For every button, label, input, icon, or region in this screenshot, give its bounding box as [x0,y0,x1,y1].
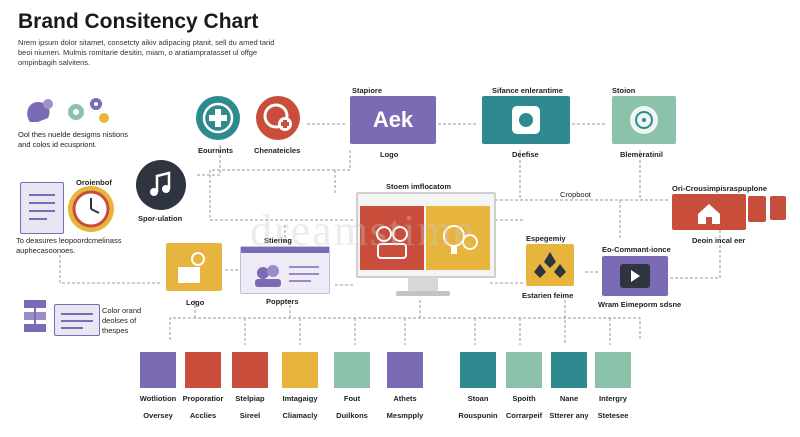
color-swatch [140,352,176,388]
swatch-label-line1: Nane [559,394,579,403]
circle2-label: Chenateicles [254,146,301,155]
page-title: Brand Consitency Chart [18,10,259,33]
logo-caption: Logo [380,150,399,159]
estarien-label: Estarien feime [522,291,574,300]
logo2-label: Logo [186,298,205,307]
swatch-label-line1: Athets [393,394,417,403]
swatch-label-line2: Oversey [143,411,173,420]
medical-cross-icon [196,96,240,140]
color-swatch [460,352,496,388]
swatch-label-line1: Intergry [599,394,627,403]
swatch-label-line2: Corrarpeif [505,411,543,420]
stoion-caption: Blemeratinil [620,150,663,159]
define-caption: Deefise [512,150,539,159]
monitor-header: Stoem imflocatom [386,182,452,191]
stiering-label: Stiering [264,236,292,245]
stoion-header: Stoion [612,86,636,95]
swatch-label-line1: Fout [343,394,361,403]
music-note-icon [136,160,186,210]
espegemy-card [526,244,574,286]
swatch-label-line2: Stetesee [597,411,629,420]
swatch-label-line2: Cliamacly [282,411,318,420]
swatch-label-line2: Stterer any [549,411,589,420]
color-swatch [387,352,423,388]
monitor-left-pane [360,206,424,270]
red-tile-1 [748,196,766,222]
brain-icon [22,96,58,126]
color-swatch [595,352,631,388]
color-swatch [282,352,318,388]
monitor-base [396,291,450,296]
clock-icon [68,186,114,232]
red-tile-2 [770,196,786,220]
swatch-label-line2: Acclies [189,411,217,420]
define-card [482,96,570,144]
color-swatch [232,352,268,388]
color-swatch [506,352,542,388]
comm-label: Eo-Commant-ionce [602,245,671,254]
circle1-label: Eournints [198,146,233,155]
swatch-label-line2: Sireel [239,411,261,420]
video-card [602,256,668,296]
logo-header: Stapiore [352,86,383,95]
org-label: Ori-Crousimpisraspuplone [672,184,768,193]
stoion-card [612,96,676,144]
left-mid-caption: To deasures leopoordcmelinass auphecasoo… [16,236,122,255]
monitor-right-pane [426,206,490,270]
color-swatch [551,352,587,388]
swatch-label-line1: Imtagaigy [282,394,318,403]
swatch-label-line2: Rouspunin [458,411,498,420]
swatch-label-line1: Stoan [467,394,489,403]
logo-text: Aek [372,107,414,132]
define-header: Sifance enlerantime [492,86,563,95]
monitor-stand [408,277,438,291]
intro-paragraph: Nrem ipsum dolor sitamet, consetcty aiki… [18,38,275,67]
music-label: Spor-ulation [138,214,183,223]
house-card [672,194,746,230]
swatch-label-line2: Duilkons [336,411,368,420]
poppters-label: Poppters [266,297,299,306]
monitor-screen [356,192,496,278]
swatch-label-line1: Spoith [512,394,536,403]
logo-card: Aek [350,96,436,144]
left-bot-caption: Color orand deolses of thespes [102,306,142,335]
espegemy-label: Espegemiy [526,234,566,243]
warn-label: Wram Eimeporm sdsne [598,300,682,309]
color-swatch [185,352,221,388]
document-card [20,182,64,234]
swatch-label-line2: Mesmpply [386,411,424,420]
panel-icon [54,304,100,336]
gears-icon [64,96,112,126]
swatch-label-line1: Stelpiap [235,394,265,403]
poppters-card [240,246,330,294]
logo2-card [166,243,222,291]
swatch-label-line1: Proporatior [182,394,224,403]
left-top-caption: Ool thes nuelde desigms nistions and col… [18,130,129,149]
flowchart-icon [20,298,50,334]
clock-label: Oroienbof [76,178,112,187]
cropboot-label: Cropboot [560,190,591,199]
destin-label: Deoin incal eer [692,236,746,245]
color-swatch [334,352,370,388]
watermark: dreamstime [250,206,476,255]
swatch-label-line1: Wotliotion [139,394,177,403]
add-circle-icon [256,96,300,140]
